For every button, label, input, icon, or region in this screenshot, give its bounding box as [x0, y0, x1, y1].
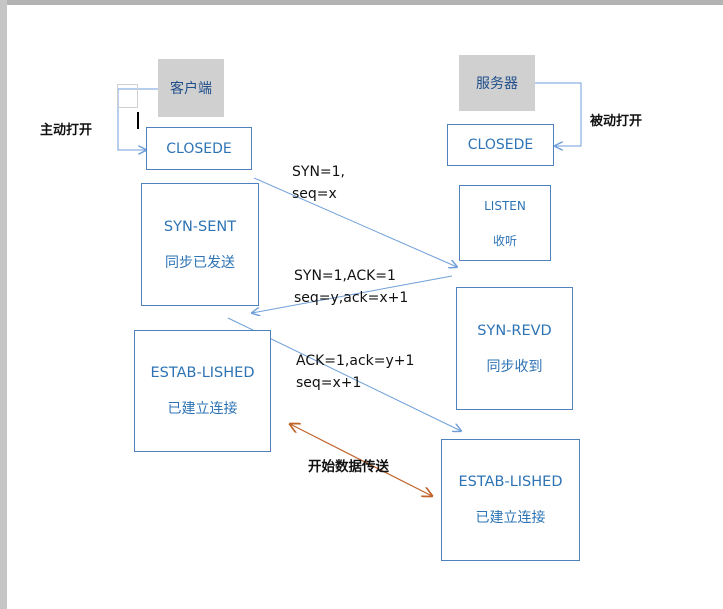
server-listen-state: LISTEN 收听: [459, 185, 551, 261]
client-actor: 客户端: [158, 59, 224, 117]
syn-message: SYN=1, seq=x: [292, 161, 345, 205]
data-transfer-label: 开始数据传送: [308, 459, 389, 475]
syn-message-line-2: seq=x: [292, 186, 337, 202]
server-listen-desc: 收听: [492, 233, 517, 248]
client-established-state: ESTAB-LISHED 已建立连接: [134, 330, 271, 452]
server-syn-rcvd-desc: 同步收到: [486, 358, 543, 375]
client-established-desc: 已建立连接: [167, 401, 238, 417]
passive-open-label: 被动打开: [590, 114, 643, 129]
server-actor-label: 服务器: [476, 76, 518, 92]
server-closed-label: CLOSEDE: [467, 137, 534, 153]
syn-ack-message-line-2: seq=y,ack=x+1: [294, 290, 409, 306]
syn-ack-message-line-1: SYN=1,ACK=1: [294, 268, 396, 284]
ack-message-line-1: ACK=1,ack=y+1: [296, 353, 415, 369]
server-listen-name: LISTEN: [484, 198, 526, 213]
syn-arrow: [253, 177, 457, 267]
window-frame-left: [0, 0, 7, 609]
selection-handle: [117, 84, 138, 108]
syn-ack-message: SYN=1,ACK=1 seq=y,ack=x+1: [294, 265, 408, 309]
window-frame-top: [0, 0, 723, 5]
server-open-connector: [535, 82, 582, 146]
client-established-name: ESTAB-LISHED: [150, 365, 255, 381]
server-established-desc: 已建立连接: [475, 510, 546, 526]
syn-ack-arrow: [252, 275, 453, 313]
client-actor-label: 客户端: [170, 81, 212, 97]
client-closed-state: CLOSEDE: [146, 127, 252, 170]
active-open-label: 主动打开: [40, 123, 93, 138]
client-open-connector: [117, 88, 158, 150]
server-syn-rcvd-name: SYN-REVD: [477, 322, 552, 339]
server-established-state: ESTAB-LISHED 已建立连接: [441, 439, 580, 561]
client-syn-sent-name: SYN-SENT: [163, 218, 237, 235]
syn-message-line-1: SYN=1,: [292, 164, 345, 180]
server-established-name: ESTAB-LISHED: [458, 474, 563, 490]
client-closed-label: CLOSEDE: [166, 140, 232, 157]
client-syn-sent-state: SYN-SENT 同步已发送: [141, 183, 259, 306]
data-transfer-arrow: [290, 424, 432, 496]
ack-message-line-2: seq=x+1: [296, 375, 362, 391]
server-closed-state: CLOSEDE: [447, 124, 554, 166]
server-actor: 服务器: [459, 55, 535, 111]
client-syn-sent-desc: 同步已发送: [165, 254, 235, 271]
ack-message: ACK=1,ack=y+1 seq=x+1: [296, 350, 414, 394]
server-syn-rcvd-state: SYN-REVD 同步收到: [456, 287, 573, 410]
text-cursor: [137, 112, 139, 129]
